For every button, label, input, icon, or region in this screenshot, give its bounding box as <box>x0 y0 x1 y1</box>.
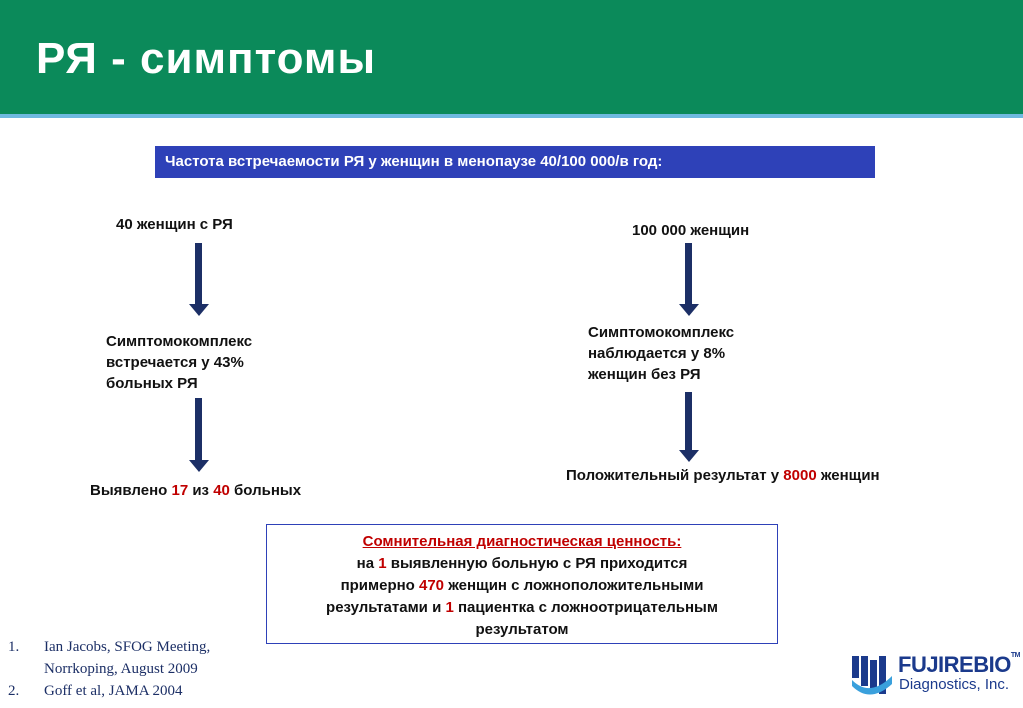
down-arrow-left-1 <box>189 243 209 316</box>
reference-2-line-1: Goff et al, JAMA 2004 <box>44 683 183 699</box>
conclusion-line-1: на 1 выявленную больную с РЯ приходится <box>356 555 688 572</box>
right-bottom-post: женщин <box>816 467 880 484</box>
left-bottom-mid: из <box>188 482 214 499</box>
right-middle-line-1: Симптомокомплекс <box>588 324 735 341</box>
references: 1. Ian Jacobs, SFOG Meeting, Norrkoping,… <box>8 636 210 702</box>
down-arrow-right-2 <box>679 392 699 462</box>
header-bar: РЯ - симптомы <box>0 0 1023 114</box>
right-middle-line-2: наблюдается у 8% <box>588 345 726 362</box>
conclusion-box: Сомнительная диагностическая ценность: н… <box>266 524 778 644</box>
left-bottom-text: Выявлено 17 из 40 больных <box>90 480 301 501</box>
left-bottom-total: 40 <box>213 482 230 499</box>
conclusion-line-3: результатами и 1 пациентка с ложноотрица… <box>326 599 718 616</box>
conclusion-count-1b: 1 <box>445 599 454 616</box>
reference-1-line-2: Norrkoping, August 2009 <box>44 661 198 677</box>
left-bottom-post: больных <box>229 482 302 499</box>
reference-1-line-1: Ian Jacobs, SFOG Meeting, <box>44 639 211 655</box>
left-top-text: 40 женщин с РЯ <box>116 216 233 233</box>
conclusion-line-4: результатом <box>475 621 569 638</box>
fujirebio-logo: FUJIREBIOTM Diagnostics, Inc. <box>852 650 1020 700</box>
right-bottom-pre: Положительный результат у <box>566 467 784 484</box>
fujirebio-logo-icon <box>852 656 892 695</box>
right-middle-text: Симптомокомплекс наблюдается у 8% женщин… <box>588 322 734 385</box>
reference-1: 1. Ian Jacobs, SFOG Meeting, Norrkoping,… <box>8 636 210 680</box>
down-arrow-right-1 <box>679 243 699 316</box>
page-title: РЯ - симптомы <box>36 34 377 83</box>
frequency-banner: Частота встречаемости РЯ у женщин в мено… <box>155 146 875 178</box>
conclusion-count-470: 470 <box>419 577 445 594</box>
conclusion-count-1: 1 <box>378 555 387 572</box>
reference-2: 2. Goff et al, JAMA 2004 <box>8 680 210 702</box>
conclusion-line-2: примерно 470 женщин с ложноположительным… <box>340 577 704 594</box>
right-bottom-text: Положительный результат у 8000 женщин <box>566 465 880 486</box>
down-arrow-left-2 <box>189 398 209 472</box>
right-middle-line-3: женщин без РЯ <box>588 366 701 383</box>
header-divider <box>0 114 1023 118</box>
right-bottom-positive-count: 8000 <box>783 467 817 484</box>
left-bottom-detected: 17 <box>171 482 189 499</box>
left-middle-line-3: больных РЯ <box>106 375 198 392</box>
left-middle-line-2: встречается у 43% <box>106 354 244 371</box>
conclusion-heading: Сомнительная диагностическая ценность: <box>362 533 682 550</box>
left-middle-text: Симптомокомплекс встречается у 43% больн… <box>106 331 252 394</box>
right-top-text: 100 000 женщин <box>632 222 750 239</box>
logo-name: FUJIREBIOTM <box>898 652 1020 677</box>
left-middle-line-1: Симптомокомплекс <box>106 333 253 350</box>
left-bottom-pre: Выявлено <box>90 482 172 499</box>
logo-subtitle: Diagnostics, Inc. <box>899 676 1010 693</box>
